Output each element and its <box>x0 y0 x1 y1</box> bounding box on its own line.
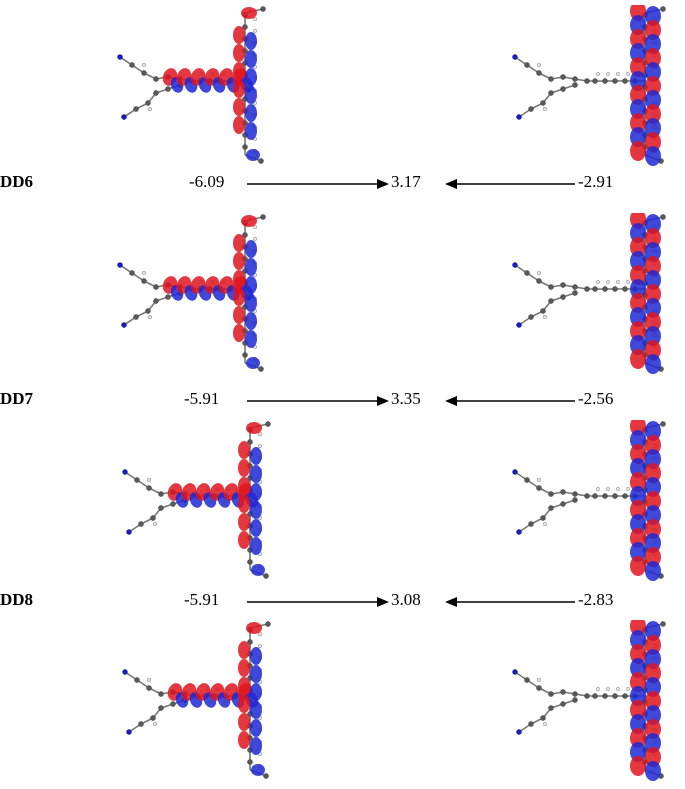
lumo-structure-3 <box>512 420 666 581</box>
left-arrow-icon <box>445 396 575 406</box>
homo-structure-4 <box>122 621 271 779</box>
left-arrow-icon <box>445 597 575 607</box>
lumo-energy: -2.83 <box>578 590 614 609</box>
lumo-structure-4 <box>512 620 666 781</box>
energy-gap: 3.35 <box>391 389 421 408</box>
right-arrow-icon <box>247 179 389 189</box>
lumo-structure-1 <box>512 5 666 166</box>
energy-row-dd6: DD6 -6.09 3.17 -2.91 <box>0 172 685 196</box>
homo-structure-1 <box>117 6 266 164</box>
lumo-energy: -2.56 <box>578 389 614 408</box>
homo-energy: -6.09 <box>189 172 225 191</box>
homo-structure-3 <box>122 421 271 579</box>
homo-energy: -5.91 <box>184 590 220 609</box>
compound-label: DD7 <box>0 389 34 408</box>
compound-label: DD6 <box>0 172 34 191</box>
energy-gap: 3.08 <box>391 590 421 609</box>
lumo-energy: -2.91 <box>578 172 614 191</box>
right-arrow-icon <box>247 396 389 406</box>
left-arrow-icon <box>445 179 575 189</box>
compound-label: DD8 <box>0 590 34 609</box>
homo-energy: -5.91 <box>184 389 220 408</box>
energy-row-dd7: DD7 -5.91 3.35 -2.56 <box>0 389 685 413</box>
homo-structure-2 <box>117 214 266 372</box>
right-arrow-icon <box>247 597 389 607</box>
lumo-structure-2 <box>512 213 666 374</box>
energy-gap: 3.17 <box>391 172 421 191</box>
energy-row-dd8: DD8 -5.91 3.08 -2.83 <box>0 590 685 614</box>
